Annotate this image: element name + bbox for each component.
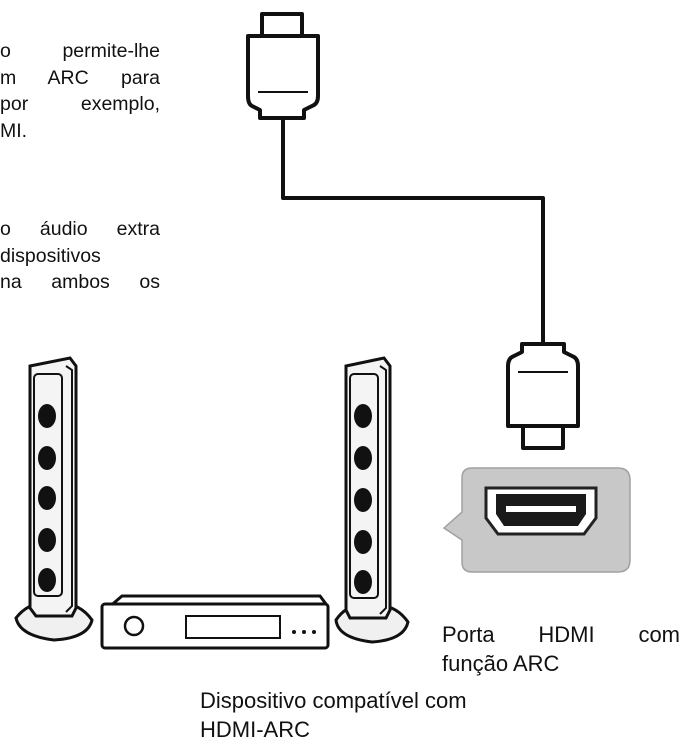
right-speaker xyxy=(334,356,410,644)
instruction-paragraph-1: o permite-lhe m ARC para por exemplo, MI… xyxy=(0,38,160,144)
port-caption-line-2: função ARC xyxy=(442,651,560,676)
instruction-paragraph-2: o áudio extra dispositivos na ambos os xyxy=(0,216,160,296)
left-speaker-driver xyxy=(38,528,56,552)
bottom-plug-tip xyxy=(521,424,565,450)
top-plug-tip xyxy=(260,12,304,38)
cable-wire xyxy=(281,118,545,344)
left-speaker-driver xyxy=(38,446,56,470)
port-caption-line-1: Porta HDMI com xyxy=(442,620,680,649)
right-speaker-driver xyxy=(354,530,372,554)
left-speaker-driver xyxy=(38,404,56,428)
paragraph-1-line: por exemplo, xyxy=(0,93,160,115)
receiver-display xyxy=(185,615,281,639)
port-caption-word: com xyxy=(638,622,680,647)
port-caption-word: HDMI xyxy=(538,622,595,647)
right-speaker-driver xyxy=(354,404,372,428)
bottom-plug-body xyxy=(506,342,580,428)
paragraph-2-line: na ambos os xyxy=(0,271,160,293)
left-speaker-edge xyxy=(65,365,73,613)
device-caption: Dispositivo compatível com HDMI-ARC xyxy=(200,686,467,744)
device-caption-line-1: Dispositivo compatível com xyxy=(200,688,467,713)
port-caption: Porta HDMI com função ARC xyxy=(442,620,680,678)
paragraph-2-line: o áudio extra xyxy=(0,218,160,240)
right-speaker-grille xyxy=(349,373,379,599)
hdmi-cable xyxy=(246,12,580,450)
arc-receiver-device xyxy=(100,594,330,650)
paragraph-1-line: MI. xyxy=(0,119,28,142)
paragraph-1-line: o permite-lhe xyxy=(0,40,160,62)
receiver-knob-icon xyxy=(123,615,145,637)
receiver-button-dot xyxy=(292,630,296,634)
right-speaker-edge xyxy=(379,365,387,615)
hdmi-arc-port xyxy=(442,467,631,573)
left-speaker xyxy=(14,356,94,642)
right-speaker-driver xyxy=(354,488,372,512)
port-caption-word: Porta xyxy=(442,622,495,647)
top-plug-body xyxy=(246,34,320,120)
receiver-button-dot xyxy=(302,630,306,634)
left-speaker-driver xyxy=(38,568,56,592)
left-speaker-driver xyxy=(38,486,56,510)
paragraph-2-line: dispositivos xyxy=(0,244,101,267)
left-speaker-grille xyxy=(33,373,63,597)
port-contacts xyxy=(506,506,576,512)
receiver-button-dot xyxy=(312,630,316,634)
device-caption-line-2: HDMI-ARC xyxy=(200,717,310,742)
right-speaker-driver xyxy=(354,570,372,594)
right-speaker-driver xyxy=(354,446,372,470)
paragraph-1-line: m ARC para xyxy=(0,66,160,89)
